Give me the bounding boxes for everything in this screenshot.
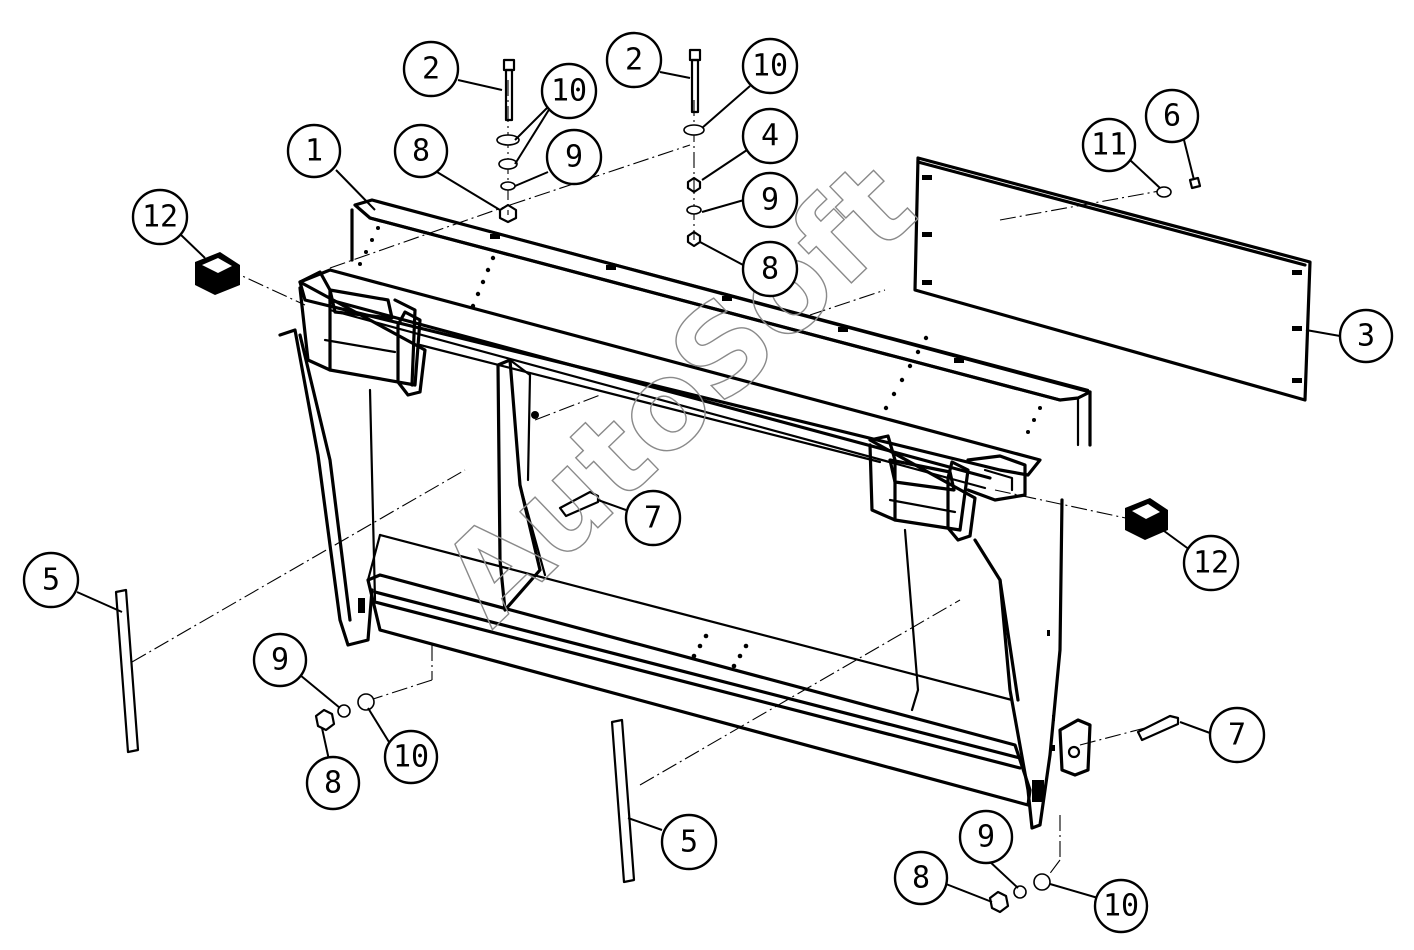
callout-8-bottom-left: 8	[305, 755, 361, 811]
wear-strip-right	[610, 718, 636, 884]
fastener-stack-bottom-left	[314, 693, 375, 732]
callout-1: 1	[286, 123, 342, 179]
svg-text:6: 6	[1163, 99, 1181, 134]
svg-text:8: 8	[912, 861, 930, 896]
svg-text:2: 2	[422, 52, 440, 87]
callout-9-top-left: 9	[545, 128, 603, 186]
svg-text:10: 10	[551, 74, 587, 109]
svg-text:7: 7	[644, 501, 662, 536]
svg-text:4: 4	[761, 119, 779, 154]
callout-9-bottom-left: 9	[252, 632, 308, 688]
svg-text:9: 9	[271, 643, 289, 678]
assembly-center-lines	[131, 80, 1166, 881]
svg-text:5: 5	[680, 825, 698, 860]
callout-7-right: 7	[1208, 706, 1266, 764]
wear-strip-left	[114, 588, 140, 754]
bolt-2-left	[502, 58, 516, 122]
svg-text:9: 9	[977, 820, 995, 855]
callout-6: 6	[1144, 88, 1200, 144]
svg-text:3: 3	[1357, 319, 1375, 354]
svg-text:10: 10	[752, 49, 788, 84]
svg-text:7: 7	[1228, 718, 1246, 753]
callout-3: 3	[1338, 308, 1394, 364]
svg-text:12: 12	[1193, 546, 1229, 581]
callout-10-bottom-left: 10	[383, 729, 439, 785]
callout-10-bottom-right: 10	[1093, 878, 1149, 934]
callout-7-center: 7	[624, 489, 682, 547]
end-cap-left	[195, 252, 240, 295]
svg-text:2: 2	[625, 43, 643, 78]
callout-10-top-left: 10	[540, 62, 598, 120]
callout-12-right: 12	[1182, 534, 1240, 592]
callout-9-top-right: 9	[741, 171, 799, 229]
end-cap-right	[1125, 498, 1168, 540]
svg-text:8: 8	[761, 252, 779, 287]
fastener-stack-top-right	[683, 124, 705, 248]
callout-11: 11	[1081, 117, 1137, 173]
svg-text:5: 5	[42, 563, 60, 598]
bolt-2-right	[688, 48, 702, 114]
fastener-part-6-11	[1156, 176, 1202, 198]
callout-12-left: 12	[131, 188, 189, 246]
callout-8-top-right: 8	[741, 240, 799, 298]
leader-lines	[76, 71, 1341, 903]
callout-8-top-left: 8	[393, 123, 449, 179]
svg-text:12: 12	[142, 200, 178, 235]
svg-text:8: 8	[324, 766, 342, 801]
callout-2-right: 2	[605, 31, 663, 89]
main-frame	[278, 198, 1092, 830]
callout-4: 4	[741, 107, 799, 165]
callout-9-bottom-right: 9	[958, 809, 1014, 865]
watermark: AutoSoft	[416, 136, 942, 650]
svg-text:9: 9	[761, 183, 779, 218]
callout-2-left: 2	[402, 40, 460, 98]
back-plate	[913, 156, 1312, 402]
svg-text:9: 9	[565, 140, 583, 175]
callout-10-top-right: 10	[741, 37, 799, 95]
callout-5-left: 5	[22, 551, 80, 609]
callout-8-bottom-right: 8	[893, 850, 949, 906]
svg-text:11: 11	[1091, 128, 1127, 163]
svg-text:8: 8	[412, 134, 430, 169]
pin-7-center	[558, 490, 600, 518]
callout-5-right: 5	[660, 813, 718, 871]
svg-text:10: 10	[393, 740, 429, 775]
fastener-stack-bottom-right	[988, 873, 1051, 914]
svg-text:10: 10	[1103, 889, 1139, 924]
pin-7-right	[1136, 714, 1180, 742]
svg-text:1: 1	[305, 134, 323, 169]
